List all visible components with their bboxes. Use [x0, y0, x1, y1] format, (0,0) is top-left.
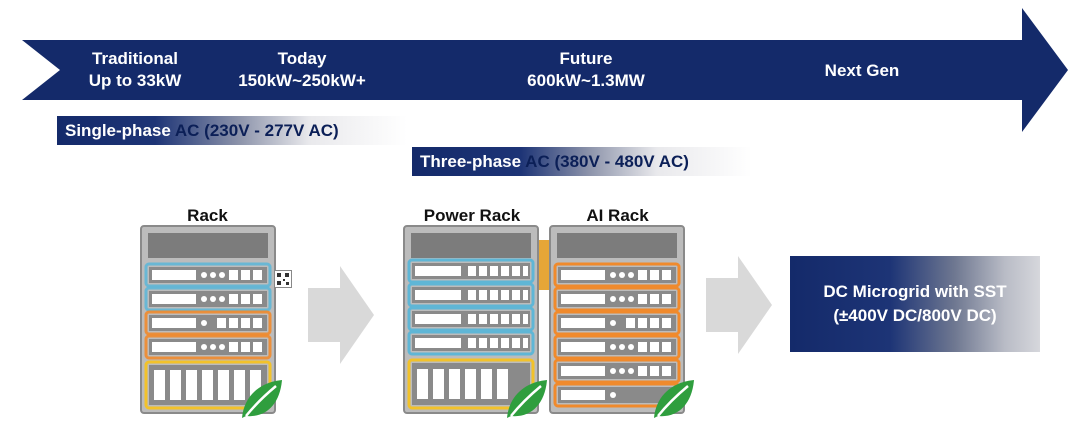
dc-microgrid-line1: DC Microgrid with SST: [790, 280, 1040, 304]
power-rack-unit: [407, 330, 535, 356]
ai-rack-unit: [553, 262, 681, 288]
stage-next-gen: Next Gen: [792, 60, 932, 82]
stage-future-power: 600kW~1.3MW: [527, 71, 645, 90]
three-phase-label: Three-phase: [420, 152, 522, 171]
power-and-ai-rack-illustration: [403, 225, 685, 414]
single-phase-voltage: AC (230V - 277V AC): [170, 121, 339, 140]
leaf-icon: [242, 380, 282, 418]
dc-sst-label: with SST: [930, 282, 1007, 301]
dc-microgrid-label: DC Microgrid: [823, 282, 931, 301]
dc-voltage-800: /800V DC): [917, 306, 997, 325]
power-rack-shelf: [407, 358, 535, 410]
stage-today-title: Today: [277, 49, 327, 68]
dc-microgrid-box: DC Microgrid with SST (±400V DC/800V DC): [790, 256, 1040, 352]
power-rack-label: Power Rack: [423, 206, 521, 225]
power-rack-unit: [407, 258, 535, 284]
single-phase-label: Single-phase: [65, 121, 171, 140]
rack-top-panel: [148, 233, 268, 258]
three-phase-ac-bar: Three-phase AC (380V - 480V AC): [412, 147, 752, 176]
leaf-icon: [654, 380, 694, 418]
stage-traditional-title: Traditional: [92, 49, 178, 68]
ai-rack-unit: [553, 382, 681, 408]
dc-microgrid-line2: (±400V DC/800V DC): [790, 304, 1040, 328]
rack-unit: [144, 310, 272, 336]
stage-today: Today 150kW~250kW+: [222, 48, 382, 92]
stage-today-power: 150kW~250kW+: [238, 71, 366, 90]
qr-code-icon: [274, 270, 292, 288]
rack-power-shelf: [144, 360, 272, 410]
ai-rack-label: AI Rack: [586, 206, 649, 225]
rack-label: Rack: [187, 206, 228, 225]
rack-illustration: [140, 225, 276, 414]
stage-future: Future 600kW~1.3MW: [506, 48, 666, 92]
ai-rack-unit: [553, 286, 681, 312]
leaf-icon: [507, 380, 547, 418]
single-phase-ac-bar: Single-phase AC (230V - 277V AC): [57, 116, 407, 145]
ai-rack-unit: [553, 310, 681, 336]
stage-traditional-power: Up to 33kW: [88, 71, 182, 90]
stage-future-title: Future: [559, 49, 613, 68]
rack-unit: [144, 334, 272, 360]
rack-unit: [144, 262, 272, 288]
rack-unit: [144, 286, 272, 312]
timeline-arrow: [22, 8, 1068, 132]
power-rack-unit: [407, 282, 535, 308]
stage-next-gen-title: Next Gen: [824, 61, 900, 80]
ai-rack-unit: [553, 334, 681, 360]
power-rack-unit: [407, 306, 535, 332]
dc-voltage-400: (±400V DC: [833, 306, 918, 325]
three-phase-voltage: AC (380V - 480V AC): [521, 152, 689, 171]
right-arrow-icon: [706, 256, 772, 354]
ai-rack-unit: [553, 358, 681, 384]
right-arrow-icon: [308, 266, 374, 364]
stage-traditional: Traditional Up to 33kW: [70, 48, 200, 92]
